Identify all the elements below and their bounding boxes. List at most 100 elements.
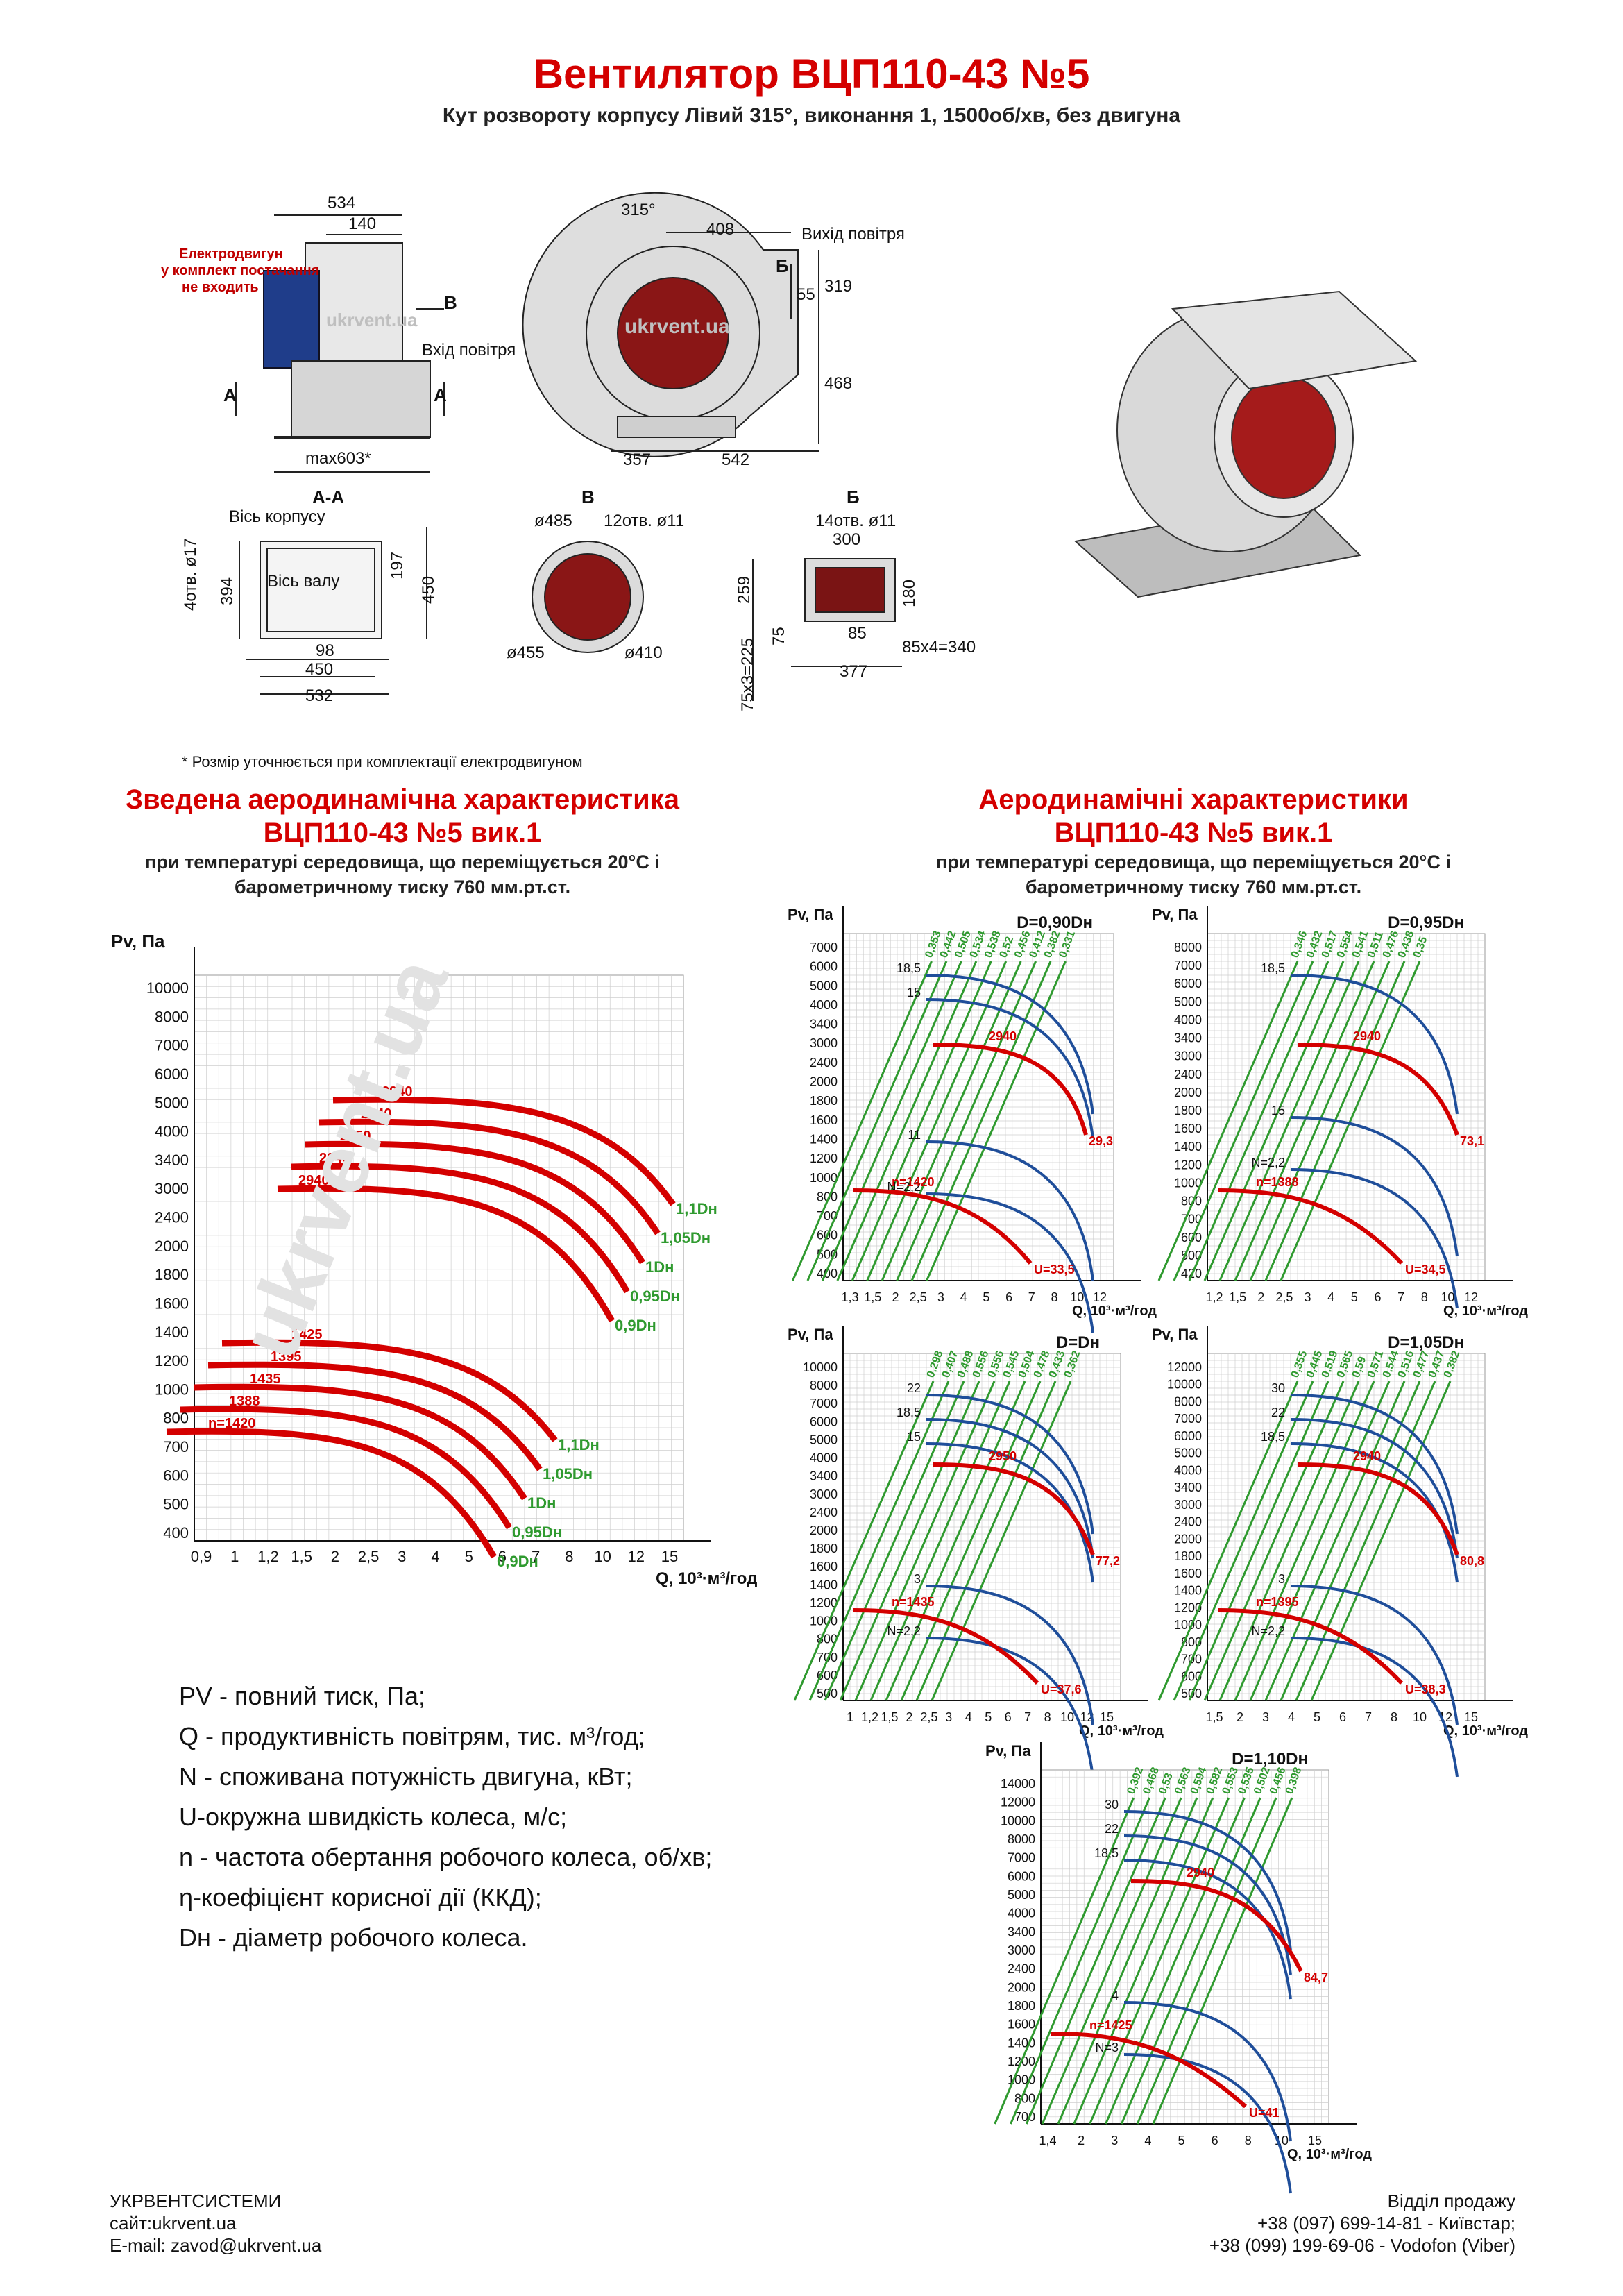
x-tick-label: 8 bbox=[565, 1548, 573, 1565]
efficiency-line bbox=[1089, 1797, 1230, 2125]
u-high-label: 77,2 bbox=[1096, 1554, 1120, 1568]
y-tick-label: 10000 bbox=[1001, 1814, 1035, 1827]
dim-max603: max603* bbox=[305, 449, 371, 468]
dim-450-v: 450 bbox=[419, 576, 438, 604]
y-tick-label: 2000 bbox=[810, 1075, 838, 1089]
dim-394: 394 bbox=[218, 577, 237, 605]
power-label: 18,5 bbox=[897, 1406, 921, 1419]
chart-title: D=1,10Dн bbox=[1232, 1750, 1308, 1769]
power-label: N=3 bbox=[1095, 2041, 1119, 2054]
page-title: Вентилятор ВЦП110-43 №5 bbox=[533, 51, 1090, 97]
power-curve bbox=[926, 974, 1094, 1115]
y-tick-label: 4000 bbox=[810, 998, 838, 1012]
u-low-label: U=38,3 bbox=[1405, 1682, 1446, 1696]
dim-300: 300 bbox=[833, 530, 860, 549]
efficiency-line bbox=[1026, 1797, 1166, 2125]
x-tick-label: 7 bbox=[1024, 1710, 1031, 1724]
x-tick-label: 2 bbox=[331, 1548, 339, 1565]
y-tick-label: 2400 bbox=[810, 1505, 838, 1519]
x-tick-label: 3 bbox=[398, 1548, 406, 1565]
power-curve bbox=[1290, 1442, 1459, 1583]
section-aa-title: А-А bbox=[312, 487, 344, 507]
y-tick-label: 600 bbox=[163, 1467, 189, 1484]
sales-label: Відділ продажу bbox=[1387, 2191, 1515, 2211]
y-tick-label: 7000 bbox=[1174, 959, 1202, 972]
efficiency-line bbox=[1157, 961, 1299, 1281]
efficiency-line bbox=[822, 961, 962, 1281]
x-tick-label: 6 bbox=[1212, 2134, 1218, 2147]
summary-curve bbox=[332, 1096, 676, 1206]
x-tick-label: 2,5 bbox=[358, 1548, 380, 1565]
power-label: N=2,2 bbox=[887, 1624, 921, 1638]
summary-rpm-label: 2940 bbox=[382, 1084, 413, 1099]
y-tick-label: 1800 bbox=[155, 1266, 189, 1283]
dim-d410: ø410 bbox=[624, 643, 663, 662]
legend-key: U bbox=[179, 1803, 197, 1831]
efficiency-line bbox=[1157, 1381, 1299, 1701]
y-tick-label: 7000 bbox=[155, 1037, 189, 1054]
x-tick-label: 3 bbox=[945, 1710, 952, 1724]
summary-series-label: 0,95Dн bbox=[512, 1523, 562, 1541]
x-tick-label: 2 bbox=[892, 1290, 899, 1304]
efficiency-line bbox=[1173, 1381, 1314, 1701]
x-tick-label: 7 bbox=[1397, 1290, 1404, 1304]
rpm-curve-high bbox=[933, 1462, 1095, 1556]
y-axis-label: Pv, Па bbox=[985, 1742, 1031, 1759]
y-tick-label: 2000 bbox=[810, 1523, 838, 1537]
power-label: 3 bbox=[1278, 1572, 1285, 1586]
x-tick-label: 2,5 bbox=[910, 1290, 927, 1304]
x-tick-label: 5 bbox=[1178, 2134, 1184, 2147]
y-tick-label: 6000 bbox=[810, 1415, 838, 1428]
legend-item: U-окружна швидкість колеса, м/с; bbox=[179, 1797, 804, 1837]
company-email[interactable]: E-mail: zavod@ukrvent.ua bbox=[110, 2235, 322, 2256]
x-tick-label: 8 bbox=[1051, 1290, 1058, 1304]
rpm-curve-low bbox=[1051, 2032, 1247, 2109]
y-tick-label: 7000 bbox=[1008, 1851, 1035, 1865]
x-tick-label: 8 bbox=[1421, 1290, 1428, 1304]
motor-note-1: Електродвигун bbox=[179, 246, 283, 262]
y-tick-label: 1600 bbox=[810, 1113, 838, 1127]
section-aa bbox=[239, 527, 427, 695]
y-tick-label: 1400 bbox=[1174, 1140, 1202, 1154]
y-tick-label: 1200 bbox=[1174, 1601, 1202, 1614]
y-tick-label: 400 bbox=[817, 1267, 838, 1281]
holes-aa: 4отв. ø17 bbox=[181, 538, 200, 611]
phone-vodafone[interactable]: +38 (099) 199-69-06 - Vodofon (Viber) bbox=[1209, 2235, 1515, 2256]
power-curve bbox=[1290, 1116, 1459, 1257]
y-tick-label: 4000 bbox=[1174, 1013, 1202, 1027]
y-tick-label: 3400 bbox=[1174, 1480, 1202, 1494]
dim-408: 408 bbox=[706, 220, 734, 239]
summary-series-label: 1,1Dн bbox=[676, 1200, 717, 1217]
y-tick-label: 3000 bbox=[1174, 1049, 1202, 1063]
summary-rpm-label: 2940 bbox=[298, 1173, 330, 1188]
efficiency-line bbox=[900, 1381, 1042, 1701]
efficiency-line bbox=[994, 1797, 1135, 2125]
x-tick-label: 3 bbox=[1111, 2134, 1118, 2147]
y-tick-label: 3000 bbox=[155, 1180, 189, 1197]
legend-key: Dн bbox=[179, 1923, 211, 1952]
rpm-high-label: 2940 bbox=[1187, 1866, 1214, 1880]
x-tick-label: 10 bbox=[1070, 1290, 1084, 1304]
dim-180: 180 bbox=[900, 580, 919, 607]
company-site[interactable]: сайт:ukrvent.ua bbox=[110, 2213, 237, 2234]
y-tick-label: 6000 bbox=[1008, 1869, 1035, 1883]
y-tick-label: 1800 bbox=[1174, 1549, 1202, 1563]
legend-item: Q - продуктивність повітрям, тис. м³/год… bbox=[179, 1716, 804, 1757]
power-curve bbox=[1290, 1637, 1459, 1778]
rpm-high-label: 2940 bbox=[1353, 1449, 1381, 1463]
rpm-curve-low bbox=[1217, 1608, 1404, 1685]
rpm-low-label: n=1435 bbox=[892, 1595, 935, 1609]
summary-curve bbox=[180, 1406, 512, 1530]
efficiency-line bbox=[866, 961, 1008, 1281]
summary-cond-2: барометричному тиску 760 мм.рт.ст. bbox=[234, 877, 571, 897]
phone-kyivstar[interactable]: +38 (097) 699-14-81 - Київстар; bbox=[1257, 2213, 1515, 2234]
x-tick-label: 10 bbox=[1060, 1710, 1074, 1724]
rpm-curve-high bbox=[933, 1043, 1088, 1136]
efficiency-line bbox=[1010, 1797, 1150, 2125]
legend-key: PV bbox=[179, 1682, 213, 1710]
summary-series-label: 0,95Dн bbox=[630, 1288, 680, 1305]
power-curve bbox=[1290, 1394, 1459, 1535]
y-tick-label: 600 bbox=[1181, 1231, 1202, 1244]
power-curve bbox=[1290, 1168, 1459, 1309]
chart-title: D=1,05Dн bbox=[1388, 1333, 1464, 1352]
